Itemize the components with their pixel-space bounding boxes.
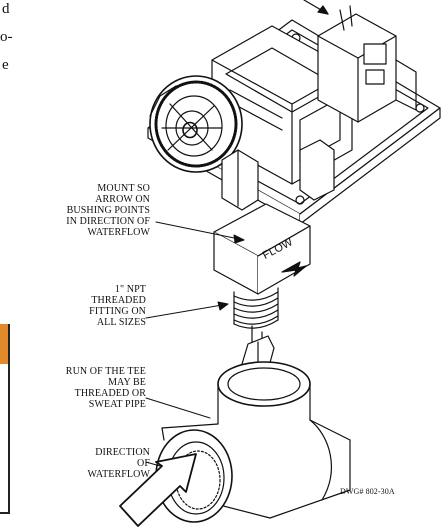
page-text-fragment-1: d [2, 1, 10, 17]
bushing-block [213, 203, 311, 295]
callout-line: DIRECTION OF [95, 447, 150, 469]
callout-line: ARROW ON [95, 194, 150, 205]
callout-line: SWEAT PIPE [88, 399, 146, 410]
side-panel-accent-tab [0, 324, 8, 364]
side-panel-box [0, 324, 10, 514]
callout-line: BUSHING POINTS [66, 205, 150, 216]
callout-line: FITTING ON [89, 306, 146, 317]
pipe-tee [155, 361, 351, 523]
callout-line: THREADED OR [74, 388, 146, 399]
threaded-fitting [233, 287, 279, 329]
callout-npt-fitting: 1" NPT THREADED FITTING ON ALL SIZES [60, 284, 146, 328]
callout-line: WATERFLOW [87, 227, 150, 238]
page-text-fragment-3: e [2, 57, 9, 73]
callout-tee-run: RUN OF THE TEE MAY BE THREADED OR SWEAT … [40, 366, 146, 410]
paddle-linkage [221, 139, 335, 211]
callout-line: MOUNT SO [97, 183, 150, 194]
callout-line: THREADED [91, 295, 146, 306]
callout-waterflow-direction: DIRECTION OF WATERFLOW [80, 447, 150, 480]
callout-line: RUN OF THE TEE [65, 366, 146, 377]
page-text-fragment-2: o- [0, 29, 13, 45]
callout-line: MAY BE [108, 377, 146, 388]
adjustment-dial [149, 75, 243, 173]
waterflow-direction-arrow [119, 453, 197, 527]
callout-line: 1" NPT [114, 284, 146, 295]
top-leader-arrow [303, 0, 329, 15]
callout-line: ALL SIZES [96, 317, 146, 328]
drawing-number: DWG# 802-30A [340, 487, 395, 496]
microswitch-assembly [317, 5, 417, 123]
callout-line: IN DIRECTION OF [66, 216, 150, 227]
callout-mount-arrow: MOUNT SO ARROW ON BUSHING POINTS IN DIRE… [60, 183, 150, 238]
callout-line: WATERFLOW [87, 469, 150, 480]
callout-leaders [145, 221, 245, 467]
